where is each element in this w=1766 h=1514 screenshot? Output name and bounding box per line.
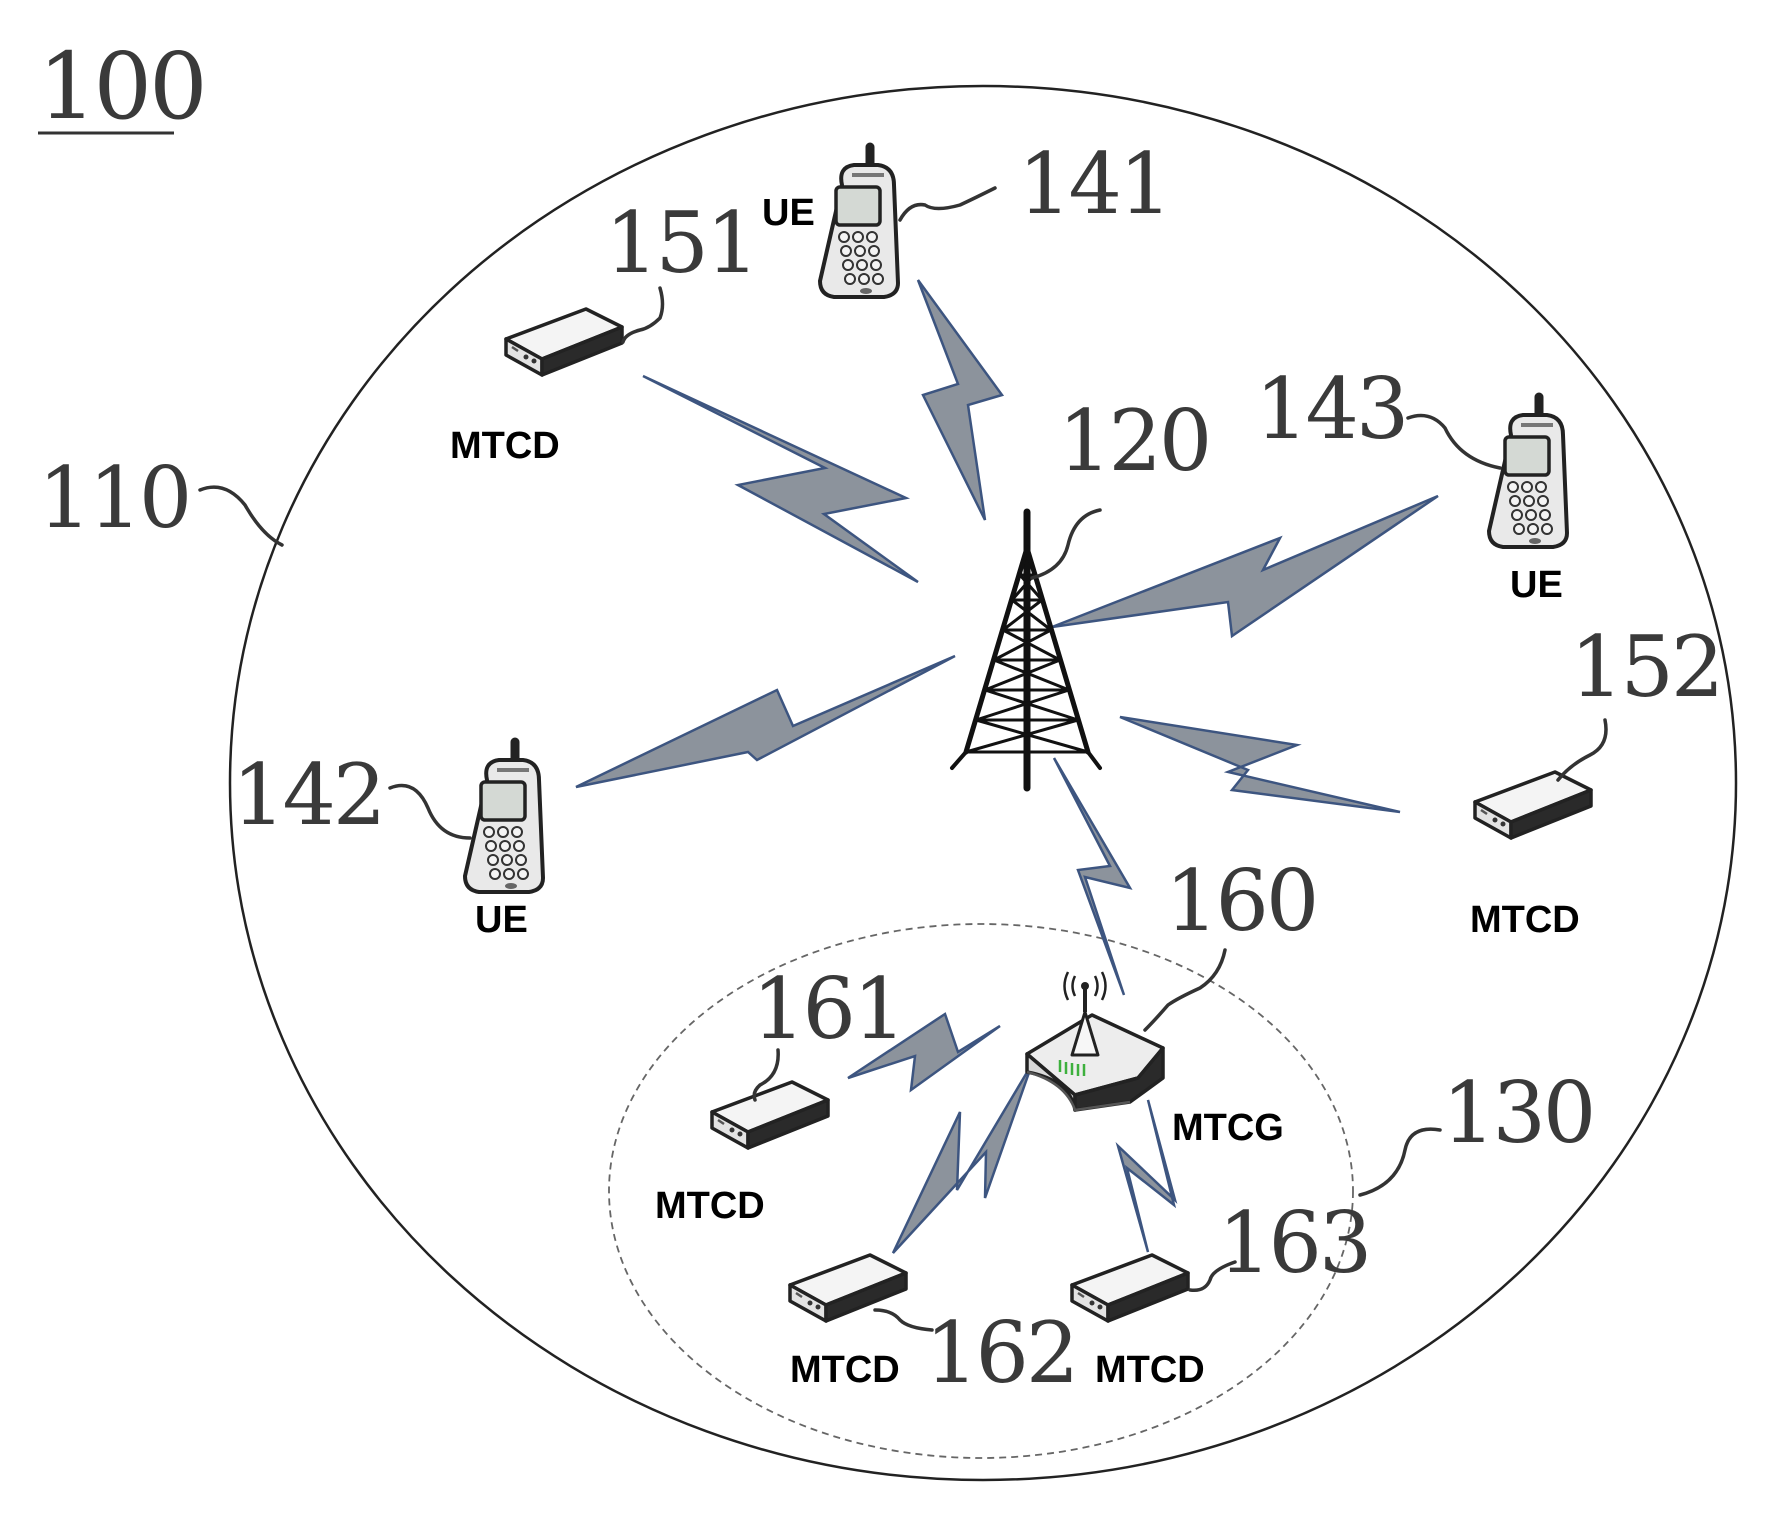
leader-lines: [198, 186, 1608, 1332]
link-tower-ue-142: [575, 654, 956, 789]
ref-120: 120: [1058, 392, 1209, 490]
ref-110: 110: [38, 449, 189, 547]
leader-143: [1406, 413, 1502, 470]
gateway-coverage-area: [608, 923, 1354, 1459]
link-gateway-mtcd-161: [847, 1012, 1001, 1093]
link-tower-mtcd-151: [642, 374, 919, 584]
tower-icon: [950, 508, 1102, 792]
modem-icon: [1070, 1253, 1190, 1323]
leader-163: [1188, 1260, 1237, 1293]
link-gateway-mtcd-163: [1115, 1099, 1178, 1253]
label-mtcd-161: MTCD: [655, 1185, 765, 1227]
leader-141: [898, 186, 997, 222]
label-mtcd-162: MTCD: [790, 1349, 900, 1391]
link-gateway-mtcd-162: [891, 1063, 1034, 1254]
phone-icon: [820, 147, 898, 297]
ref-142: 142: [232, 746, 383, 844]
wireless-links: [575, 279, 1439, 1254]
label-ue-142: UE: [475, 899, 528, 941]
leader-161: [752, 1048, 780, 1102]
label-mtcg-160: MTCG: [1172, 1107, 1284, 1149]
leader-142: [388, 783, 472, 840]
label-ue-143: UE: [1510, 564, 1563, 606]
link-tower-mtcd-152: [1119, 715, 1401, 814]
modem-icon: [1473, 770, 1593, 840]
phone-icon: [465, 742, 543, 892]
ref-152: 152: [1570, 618, 1721, 716]
label-ue-141: UE: [762, 192, 815, 234]
ref-162: 162: [925, 1304, 1076, 1402]
leader-162: [873, 1308, 934, 1332]
modem-icon: [504, 307, 624, 377]
ref-151: 151: [605, 194, 756, 292]
link-tower-ue-143: [1051, 494, 1439, 639]
link-tower-ue-141: [916, 279, 1005, 521]
router-icon: [1025, 971, 1165, 1112]
link-tower-gateway: [1052, 757, 1133, 996]
label-mtcd-163: MTCD: [1095, 1349, 1205, 1391]
leader-160: [1143, 948, 1227, 1032]
ref-130: 130: [1442, 1064, 1593, 1162]
figure-number: 100: [38, 33, 205, 140]
label-mtcd-152: MTCD: [1470, 899, 1580, 941]
cell-boundary: [228, 84, 1738, 1482]
modem-icon: [710, 1080, 830, 1150]
phone-icon: [1489, 397, 1567, 547]
ref-163: 163: [1218, 1194, 1369, 1292]
leader-110: [198, 485, 284, 547]
leader-152: [1556, 718, 1608, 782]
ref-161: 161: [752, 960, 903, 1058]
leader-130: [1358, 1127, 1442, 1197]
ref-160: 160: [1165, 852, 1316, 950]
label-mtcd-151: MTCD: [450, 425, 560, 467]
ref-141: 141: [1018, 135, 1169, 233]
leader-151: [621, 286, 665, 344]
ref-143: 143: [1255, 360, 1406, 458]
leader-120: [1030, 508, 1102, 580]
